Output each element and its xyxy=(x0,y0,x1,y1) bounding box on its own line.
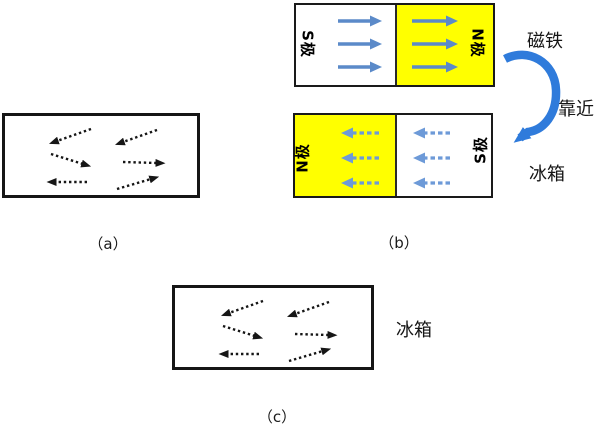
figure-label-a: （a） xyxy=(88,235,128,253)
fridge-right-pole-label: S极 xyxy=(471,136,490,164)
figure-label-c: （c） xyxy=(257,408,297,426)
magnet-top-left-pole-label: S极 xyxy=(298,30,317,58)
approach-curved-arrow-icon xyxy=(503,50,561,143)
magnet-top-right-pole-label: N极 xyxy=(468,28,487,58)
fridge-s-pole-region xyxy=(395,115,491,196)
caption-magnet: 磁铁 xyxy=(527,31,563,52)
magnet-bar xyxy=(294,3,495,87)
magnetic-domain-arrows-icon xyxy=(46,127,166,191)
induced-field-arrows-left-icon xyxy=(341,127,450,189)
magnetic-domain-arrows-icon xyxy=(218,299,338,363)
caption-fridge-b: 冰箱 xyxy=(529,164,565,185)
domain-box-a xyxy=(2,113,200,198)
domain-box-c xyxy=(172,285,374,370)
fridge-door-bar xyxy=(293,113,493,198)
caption-fridge-c: 冰箱 xyxy=(396,320,432,341)
caption-approach: 靠近 xyxy=(558,99,594,120)
field-arrows-right-icon xyxy=(338,15,458,73)
fridge-left-pole-label: N极 xyxy=(293,143,312,173)
figure-label-b: （b） xyxy=(379,234,419,252)
